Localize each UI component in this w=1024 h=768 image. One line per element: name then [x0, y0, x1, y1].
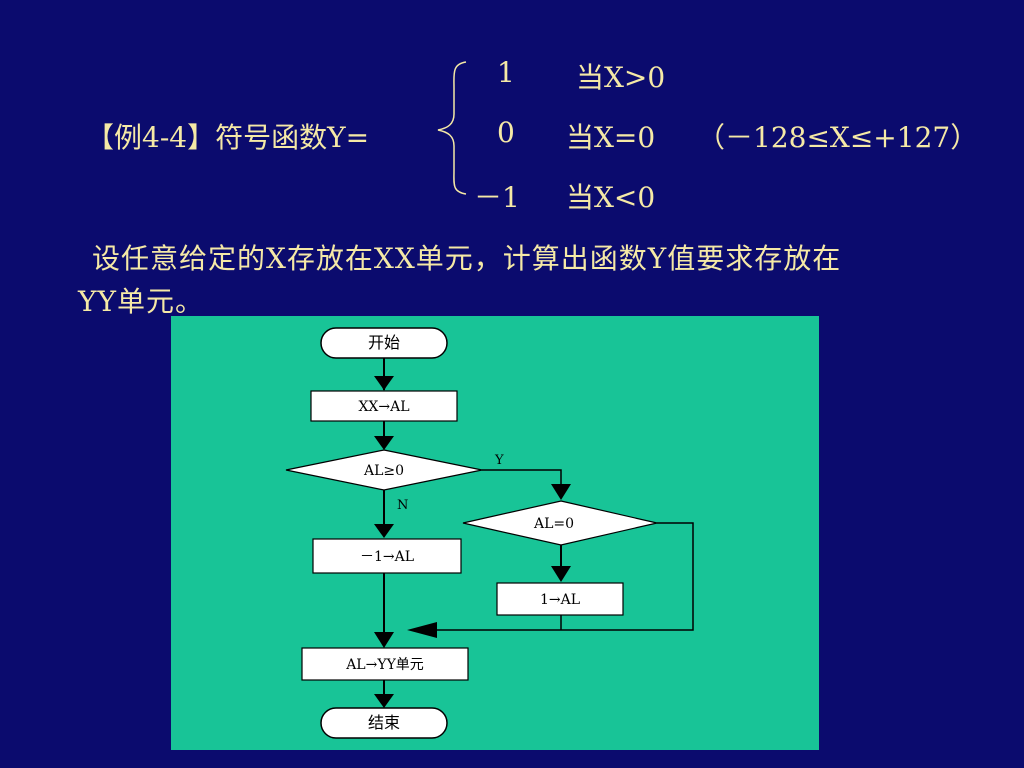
arrowhead [551, 484, 571, 500]
case-1-condition: 当X>0 [576, 61, 666, 94]
arrowhead [551, 566, 571, 582]
flowchart-background [171, 316, 819, 750]
no-label: N [397, 498, 408, 513]
case-1-value: 1 [497, 56, 515, 89]
end-label: 结束 [368, 713, 400, 732]
end-terminal [320, 707, 448, 739]
arrowhead [374, 436, 394, 450]
case-2-condition: 当X=0 [566, 121, 656, 154]
store-step-label: AL→YY单元 [345, 657, 424, 673]
eq-zero-bypass-line [421, 522, 694, 631]
load-step-box [310, 390, 458, 422]
description-line-2: YY单元。 [78, 285, 204, 318]
case-3-value: －1 [474, 181, 520, 214]
arrowhead [374, 376, 394, 390]
neg-step-label: －1→AL [360, 549, 414, 565]
yes-label: Y [494, 453, 504, 468]
description-line-1: 设任意给定的X存放在XX单元，计算出函数Y值要求存放在 [92, 242, 842, 275]
arrowhead [374, 694, 394, 708]
yes-branch-line [482, 469, 562, 488]
arrowhead [407, 622, 437, 638]
store-step-box [301, 647, 469, 681]
arrowhead [374, 632, 394, 648]
decision-ge-zero-label: AL≥0 [363, 463, 404, 479]
arrowhead [374, 524, 394, 538]
pos-step-box [496, 582, 624, 616]
input-range: （－128≤X≤+127） [697, 121, 979, 154]
pos-step-label: 1→AL [540, 592, 580, 608]
flowchart: 开始 XX→AL AL≥0 Y N AL=0 －1→AL 1→AL AL→YY单… [171, 316, 819, 750]
function-lead: 【例4-4】符号函数Y= [86, 121, 370, 154]
case-3-condition: 当X<0 [566, 181, 656, 214]
case-2-value: 0 [497, 116, 515, 149]
neg-step-box [312, 538, 462, 574]
load-step-label: XX→AL [358, 399, 409, 415]
start-label: 开始 [368, 333, 400, 352]
decision-eq-zero-label: AL=0 [533, 516, 574, 532]
left-brace [437, 61, 467, 195]
